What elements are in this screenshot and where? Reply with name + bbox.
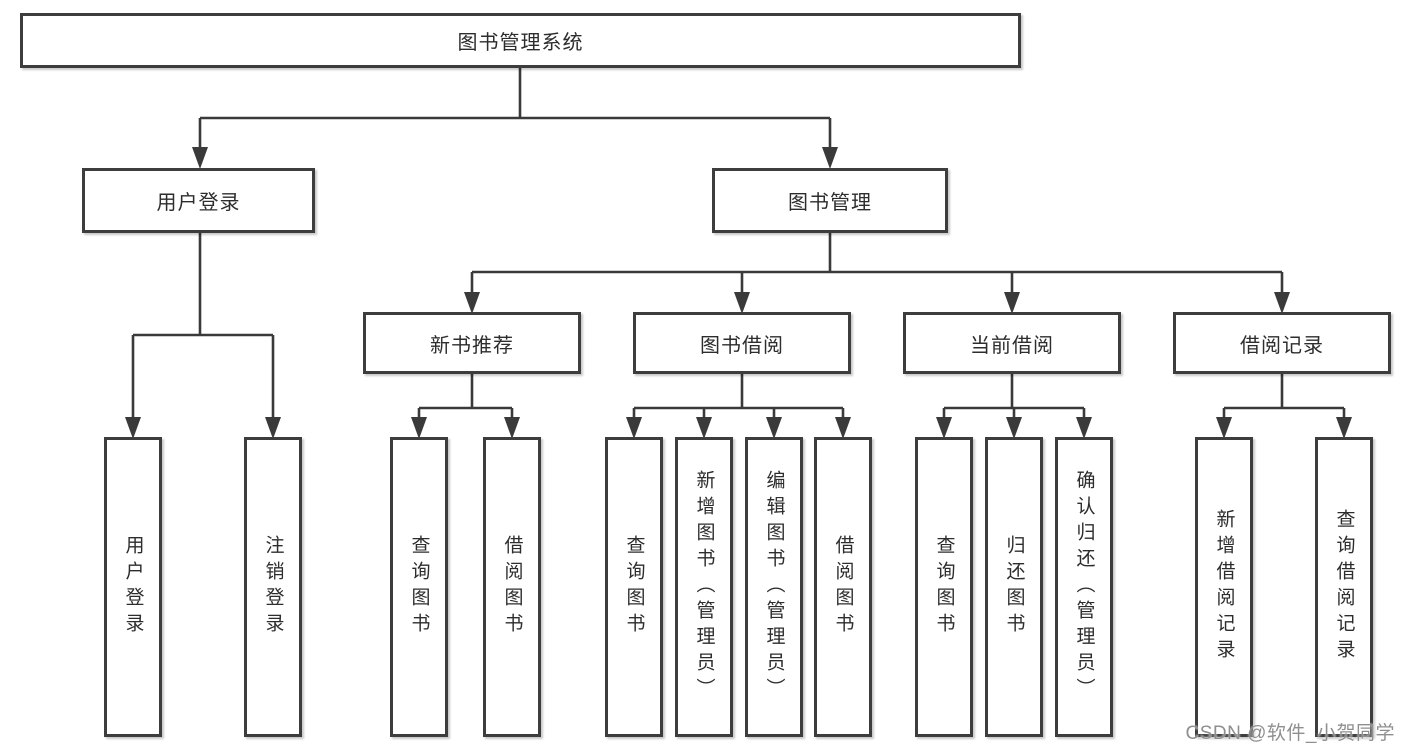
leaf-query-borrow-record-label: 查询借阅记录	[1333, 509, 1355, 665]
leaf-edit-books-admin-label: 编辑图书（管理员）	[763, 470, 785, 704]
leaf-query-borrow-record: 查询借阅记录	[1315, 437, 1373, 737]
node-book-management: 图书管理	[712, 168, 948, 233]
leaf-confirm-return-admin: 确认归还（管理员）	[1055, 437, 1113, 737]
node-root-system: 图书管理系统	[20, 13, 1021, 68]
leaf-add-books-admin-label: 新增图书（管理员）	[693, 470, 715, 704]
leaf-user-login: 用户登录	[104, 437, 162, 737]
leaf-borrowing-query-books-label: 查询图书	[623, 535, 645, 639]
csdn-watermark: CSDN @软件_小贺同学	[1185, 723, 1395, 744]
node-current-borrowing: 当前借阅	[903, 312, 1121, 374]
node-new-book-recommendation: 新书推荐	[363, 312, 581, 374]
leaf-confirm-return-admin-label: 确认归还（管理员）	[1073, 470, 1095, 704]
leaf-borrowing-query-books: 查询图书	[605, 437, 663, 737]
leaf-return-books: 归还图书	[985, 437, 1043, 737]
leaf-newbook-borrow-books-label: 借阅图书	[501, 535, 523, 639]
leaf-add-books-admin: 新增图书（管理员）	[675, 437, 733, 737]
leaf-add-borrow-record: 新增借阅记录	[1195, 437, 1253, 737]
leaf-edit-books-admin: 编辑图书（管理员）	[745, 437, 803, 737]
node-user-login: 用户登录	[82, 168, 315, 233]
leaf-logout-label: 注销登录	[262, 535, 284, 639]
leaf-newbook-borrow-books: 借阅图书	[483, 437, 541, 737]
leaf-logout: 注销登录	[244, 437, 302, 737]
leaf-return-books-label: 归还图书	[1003, 535, 1025, 639]
node-borrowing-records: 借阅记录	[1173, 312, 1391, 374]
leaf-borrowing-borrow-books: 借阅图书	[814, 437, 872, 737]
arrowhead-icons	[125, 147, 1352, 439]
leaf-current-query-books: 查询图书	[915, 437, 973, 737]
leaf-newbook-query-books: 查询图书	[390, 437, 448, 737]
leaf-borrowing-borrow-books-label: 借阅图书	[832, 535, 854, 639]
node-book-borrowing: 图书借阅	[633, 312, 851, 374]
leaf-newbook-query-books-label: 查询图书	[408, 535, 430, 639]
leaf-user-login-label: 用户登录	[122, 535, 144, 639]
leaf-current-query-books-label: 查询图书	[933, 535, 955, 639]
leaf-add-borrow-record-label: 新增借阅记录	[1213, 509, 1235, 665]
